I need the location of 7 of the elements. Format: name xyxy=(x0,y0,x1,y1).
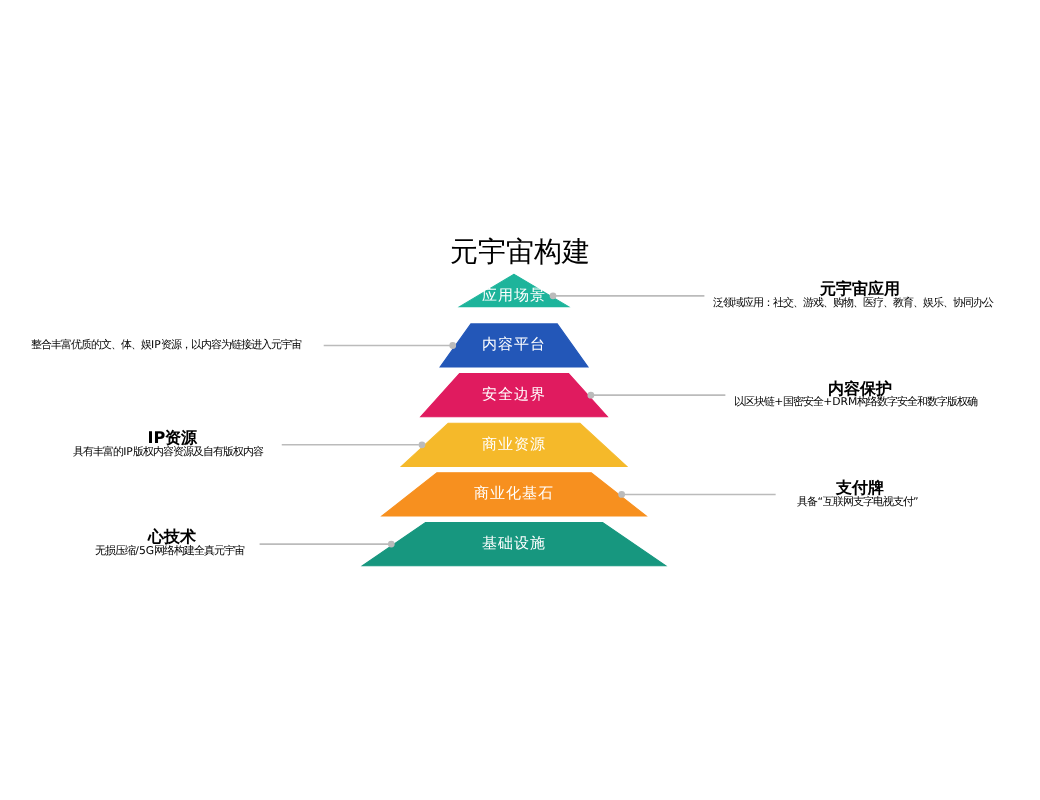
connector xyxy=(618,491,777,498)
connector xyxy=(549,292,706,300)
connector xyxy=(280,441,426,449)
diagram-title: 元宇宙构建 xyxy=(450,237,590,270)
connector xyxy=(258,540,395,548)
connector xyxy=(322,342,457,349)
connector xyxy=(587,391,727,399)
